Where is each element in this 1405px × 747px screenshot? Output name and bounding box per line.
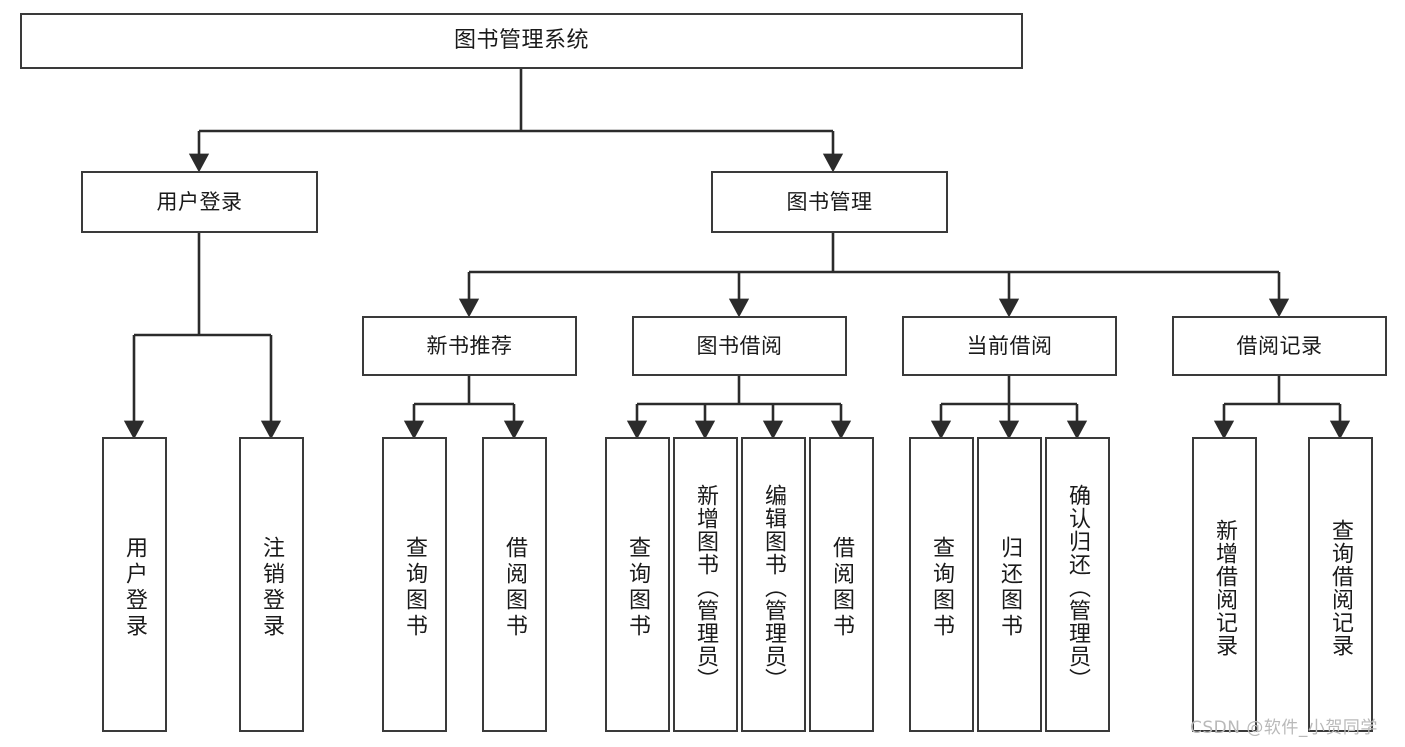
- node-label: 用户登录: [122, 535, 148, 640]
- node-leaf-query-book-2[interactable]: 查询图书: [605, 437, 670, 732]
- node-label: 注销登录: [259, 535, 285, 640]
- csdn-watermark: CSDN @软件_小贺同学: [1190, 718, 1378, 738]
- node-label: 查询借阅记录: [1328, 518, 1354, 657]
- node-new-book-recommend[interactable]: 新书推荐: [362, 316, 577, 376]
- node-leaf-borrow-book-1[interactable]: 借阅图书: [482, 437, 547, 732]
- node-label: 用户登录: [156, 189, 243, 214]
- node-label: 图书借阅: [696, 333, 783, 358]
- node-label: 新增借阅记录: [1212, 518, 1238, 657]
- node-leaf-edit-book[interactable]: 编辑图书（管理员）: [741, 437, 806, 732]
- node-label: 确认归还（管理员）: [1065, 484, 1091, 691]
- node-leaf-query-record[interactable]: 查询借阅记录: [1308, 437, 1373, 732]
- node-current-borrow[interactable]: 当前借阅: [902, 316, 1117, 376]
- node-label: 图书管理: [786, 189, 873, 214]
- node-leaf-user-login[interactable]: 用户登录: [102, 437, 167, 732]
- node-leaf-query-book-3[interactable]: 查询图书: [909, 437, 974, 732]
- node-user-login[interactable]: 用户登录: [81, 171, 318, 233]
- node-leaf-user-logout[interactable]: 注销登录: [239, 437, 304, 732]
- node-label: 查询图书: [929, 535, 955, 640]
- node-label: 编辑图书（管理员）: [761, 484, 787, 691]
- node-leaf-borrow-book-2[interactable]: 借阅图书: [809, 437, 874, 732]
- node-label: 借阅记录: [1236, 333, 1323, 358]
- node-label: 图书管理系统: [453, 28, 589, 54]
- node-leaf-confirm-return[interactable]: 确认归还（管理员）: [1045, 437, 1110, 732]
- node-borrow-record[interactable]: 借阅记录: [1172, 316, 1387, 376]
- node-leaf-add-book[interactable]: 新增图书（管理员）: [673, 437, 738, 732]
- node-leaf-add-record[interactable]: 新增借阅记录: [1192, 437, 1257, 732]
- node-book-manage[interactable]: 图书管理: [711, 171, 948, 233]
- node-label: 借阅图书: [829, 535, 855, 640]
- node-label: 查询图书: [625, 535, 651, 640]
- node-leaf-return-book[interactable]: 归还图书: [977, 437, 1042, 732]
- node-leaf-query-book-1[interactable]: 查询图书: [382, 437, 447, 732]
- node-label: 借阅图书: [502, 535, 528, 640]
- node-book-borrow[interactable]: 图书借阅: [632, 316, 847, 376]
- node-label: 当前借阅: [966, 333, 1053, 358]
- node-label: 新增图书（管理员）: [693, 484, 719, 691]
- node-label: 新书推荐: [426, 333, 513, 358]
- node-root-system[interactable]: 图书管理系统: [20, 13, 1023, 69]
- node-label: 归还图书: [997, 535, 1023, 640]
- node-label: 查询图书: [402, 535, 428, 640]
